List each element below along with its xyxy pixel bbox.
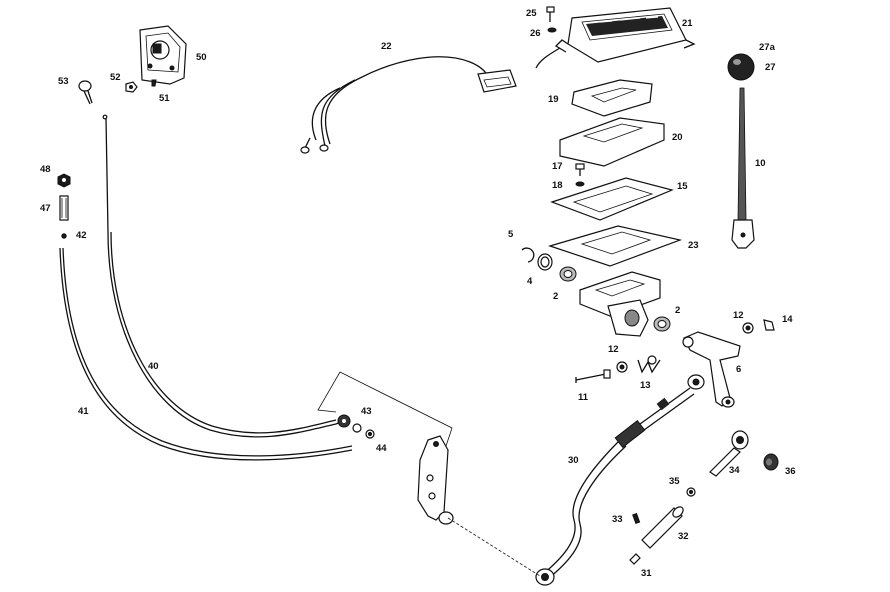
callout-26: 26 [530, 28, 541, 39]
part-40-cable [102, 114, 347, 438]
callout-13: 13 [640, 380, 651, 391]
part-17-screw [575, 163, 585, 176]
callout-31: 31 [641, 568, 652, 579]
part-52-nut [125, 81, 138, 93]
part-34-rod-end [709, 430, 749, 477]
callout-35: 35 [669, 476, 680, 487]
part-19-gasket [571, 79, 653, 117]
callout-12-mid: 12 [608, 344, 619, 355]
callout-48: 48 [40, 164, 51, 175]
part-14-clip [763, 319, 775, 331]
callout-22: 22 [381, 41, 392, 52]
callout-18: 18 [552, 180, 563, 191]
part-36-bushing [763, 453, 779, 471]
callout-15: 15 [677, 181, 688, 192]
part-23-gasket [547, 225, 683, 267]
callout-34: 34 [729, 465, 740, 476]
callout-17: 17 [552, 161, 563, 172]
part-15-plate [550, 177, 674, 221]
callout-51: 51 [159, 93, 170, 104]
callout-40: 40 [148, 361, 159, 372]
part-12-nut-right [742, 322, 754, 334]
part-41-cable [59, 247, 353, 461]
part-5-circlip [521, 247, 535, 263]
part-48-nut [57, 173, 71, 188]
callout-50: 50 [196, 52, 207, 63]
part-2-bushing-lower [653, 316, 671, 332]
part-47-sleeve [59, 195, 69, 221]
callout-20: 20 [672, 132, 683, 143]
callout-4: 4 [527, 276, 533, 287]
callout-42: 42 [76, 230, 87, 241]
part-43-fitting [337, 414, 362, 433]
part-21-housing [535, 7, 696, 69]
callout-2-lower: 2 [675, 305, 680, 316]
callout-14: 14 [782, 314, 793, 325]
callout-6: 6 [736, 364, 741, 375]
callout-43: 43 [361, 406, 372, 417]
callout-labels: 25 21 26 22 50 27a 27 53 52 51 19 20 10 … [40, 8, 796, 579]
callout-10: 10 [755, 158, 766, 169]
leader-lines [447, 517, 541, 577]
part-13-spring-clip [637, 355, 661, 374]
part-4-ring [537, 253, 553, 271]
part-20-boot [559, 117, 665, 167]
callout-19: 19 [548, 94, 559, 105]
part-33-pin [632, 512, 641, 525]
callout-27: 27 [765, 62, 776, 73]
callout-44: 44 [376, 443, 387, 454]
callout-27a: 27a [759, 42, 776, 53]
part-53-pin [78, 80, 93, 105]
callout-36: 36 [785, 466, 796, 477]
callout-2-upper: 2 [553, 291, 558, 302]
callout-5: 5 [508, 229, 514, 240]
callout-47: 47 [40, 203, 51, 214]
part-22-wiring [300, 56, 517, 154]
part-11-bolt [575, 369, 611, 383]
part-25-screw [546, 6, 555, 22]
callout-53: 53 [58, 76, 69, 87]
part-35-washer [686, 487, 696, 497]
part-10-lever [731, 87, 755, 249]
part-2-bushing-upper [559, 266, 577, 282]
mounting-bracket [317, 371, 454, 525]
callout-23: 23 [688, 240, 699, 251]
callout-12-right: 12 [733, 310, 744, 321]
part-31-clip [629, 553, 641, 565]
selector-housing [579, 271, 661, 337]
callout-52: 52 [110, 72, 121, 83]
callout-41: 41 [78, 406, 89, 417]
part-51-clip [151, 79, 157, 87]
part-50-bracket [139, 25, 187, 85]
part-44-bushing [365, 429, 375, 439]
callout-21: 21 [682, 18, 693, 29]
callout-32: 32 [678, 531, 689, 542]
part-26-washer [547, 27, 557, 33]
part-6-lever [682, 331, 741, 408]
part-42-ferrule [61, 233, 67, 239]
callout-33: 33 [612, 514, 623, 525]
part-30-shift-rod [535, 374, 705, 586]
callout-30: 30 [568, 455, 579, 466]
part-18-washer [575, 181, 585, 187]
callout-25: 25 [526, 8, 537, 19]
part-12-nut-mid [616, 361, 628, 373]
part-27-knob [727, 53, 755, 81]
callout-11: 11 [578, 392, 589, 403]
part-32-sleeve [641, 506, 684, 549]
